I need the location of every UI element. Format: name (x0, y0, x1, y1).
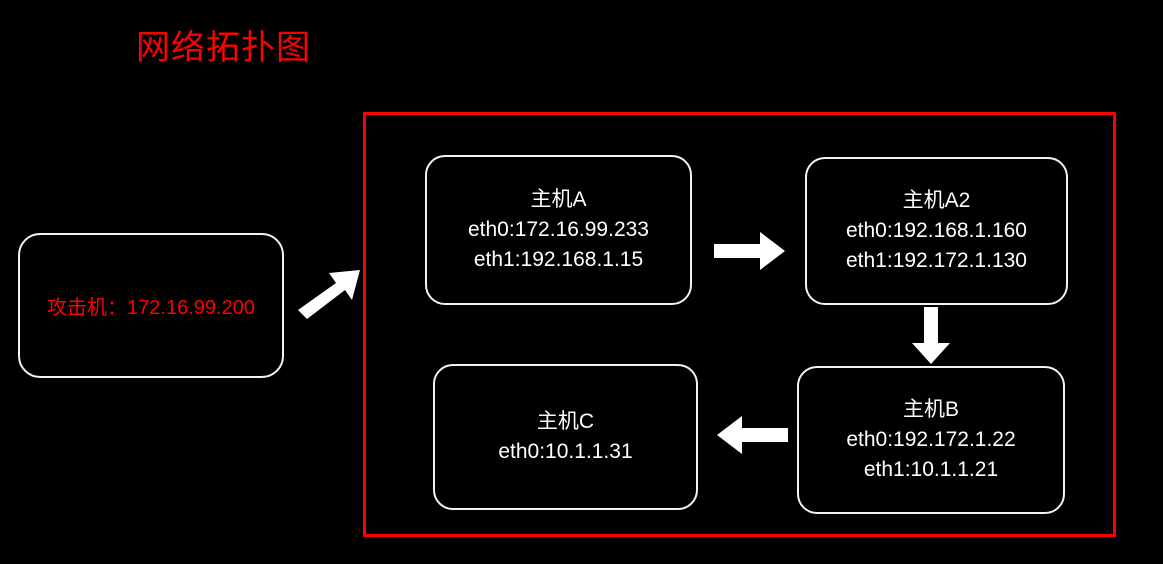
host-b-title: 主机B (902, 398, 959, 421)
host-a2-eth0: eth0:192.168.1.160 (845, 219, 1027, 242)
host-b-eth1: eth1:10.1.1.21 (863, 458, 999, 481)
arrow-attacker-to-zone-icon (296, 262, 368, 334)
arrow-host-b-to-host-c-icon (716, 415, 788, 455)
host-c-title: 主机C (536, 410, 595, 433)
host-a-eth0: eth0:172.16.99.233 (467, 218, 649, 241)
arrow-host-a2-to-host-b-icon (911, 307, 951, 365)
node-attacker[interactable]: 攻击机：172.16.99.200 (18, 233, 284, 378)
host-a2-title: 主机A2 (902, 189, 971, 212)
node-host-b[interactable]: 主机B eth0:192.172.1.22 eth1:10.1.1.21 (797, 366, 1065, 514)
arrow-host-a-to-host-a2-icon (714, 231, 786, 271)
node-host-c[interactable]: 主机C eth0:10.1.1.31 (433, 364, 698, 510)
host-b-eth0: eth0:192.172.1.22 (846, 428, 1016, 451)
attacker-label: 攻击机：172.16.99.200 (47, 297, 255, 319)
page-title: 网络拓扑图 (136, 29, 311, 67)
host-a2-eth1: eth1:192.172.1.130 (845, 249, 1027, 272)
node-host-a[interactable]: 主机A eth0:172.16.99.233 eth1:192.168.1.15 (425, 155, 692, 305)
host-c-eth0: eth0:10.1.1.31 (498, 440, 633, 463)
node-host-a2[interactable]: 主机A2 eth0:192.168.1.160 eth1:192.172.1.1… (805, 157, 1068, 305)
host-a-eth1: eth1:192.168.1.15 (473, 248, 644, 271)
security-zone-boundary (363, 112, 1116, 537)
host-a-title: 主机A (530, 188, 587, 211)
